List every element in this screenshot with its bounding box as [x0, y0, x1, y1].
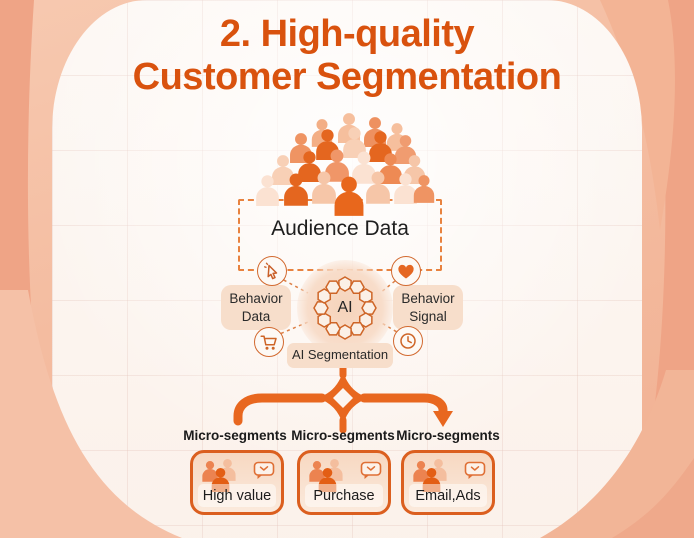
crowd-icon — [256, 113, 435, 216]
segment-box-email-ads: Email,Ads — [401, 450, 495, 515]
cart-glyph — [260, 335, 277, 350]
behavior-data-pill: Behavior Data — [221, 285, 291, 330]
heart-icon — [391, 256, 421, 286]
page-title: 2. High-quality Customer Segmentation — [52, 13, 642, 100]
segment-label-email-ads: Email,Ads — [409, 484, 487, 507]
shopping-cart-icon — [254, 327, 284, 357]
audience-data-label: Audience Data — [271, 217, 409, 240]
ai-hub-glow — [297, 260, 393, 356]
ai-segmentation-pill: AI Segmentation — [287, 343, 393, 368]
ai-hub-label: AI — [337, 299, 353, 316]
chat-check-icon — [360, 461, 382, 479]
split-arrow — [233, 362, 453, 434]
clock-icon — [393, 326, 423, 356]
segment-label-high-value: High value — [198, 484, 276, 507]
behavior-signal-pill: Behavior Signal — [393, 285, 463, 330]
title-line-1: 2. High-quality — [219, 13, 475, 55]
segment-box-high-value: High value — [190, 450, 284, 515]
micro-segments-header-3: Micro-segments — [396, 428, 500, 443]
title-line-2: Customer Segmentation — [132, 56, 562, 99]
micro-segments-header-1: Micro-segments — [183, 428, 287, 443]
heart-glyph — [398, 264, 414, 279]
segment-box-purchase: Purchase — [297, 450, 391, 515]
clock-glyph — [400, 333, 416, 349]
chat-check-icon — [253, 461, 275, 479]
micro-segments-header-2: Micro-segments — [291, 428, 395, 443]
segment-label-purchase: Purchase — [305, 484, 383, 507]
cursor-glyph — [263, 262, 278, 280]
chat-check-icon — [464, 461, 486, 479]
cursor-click-icon — [257, 256, 287, 286]
